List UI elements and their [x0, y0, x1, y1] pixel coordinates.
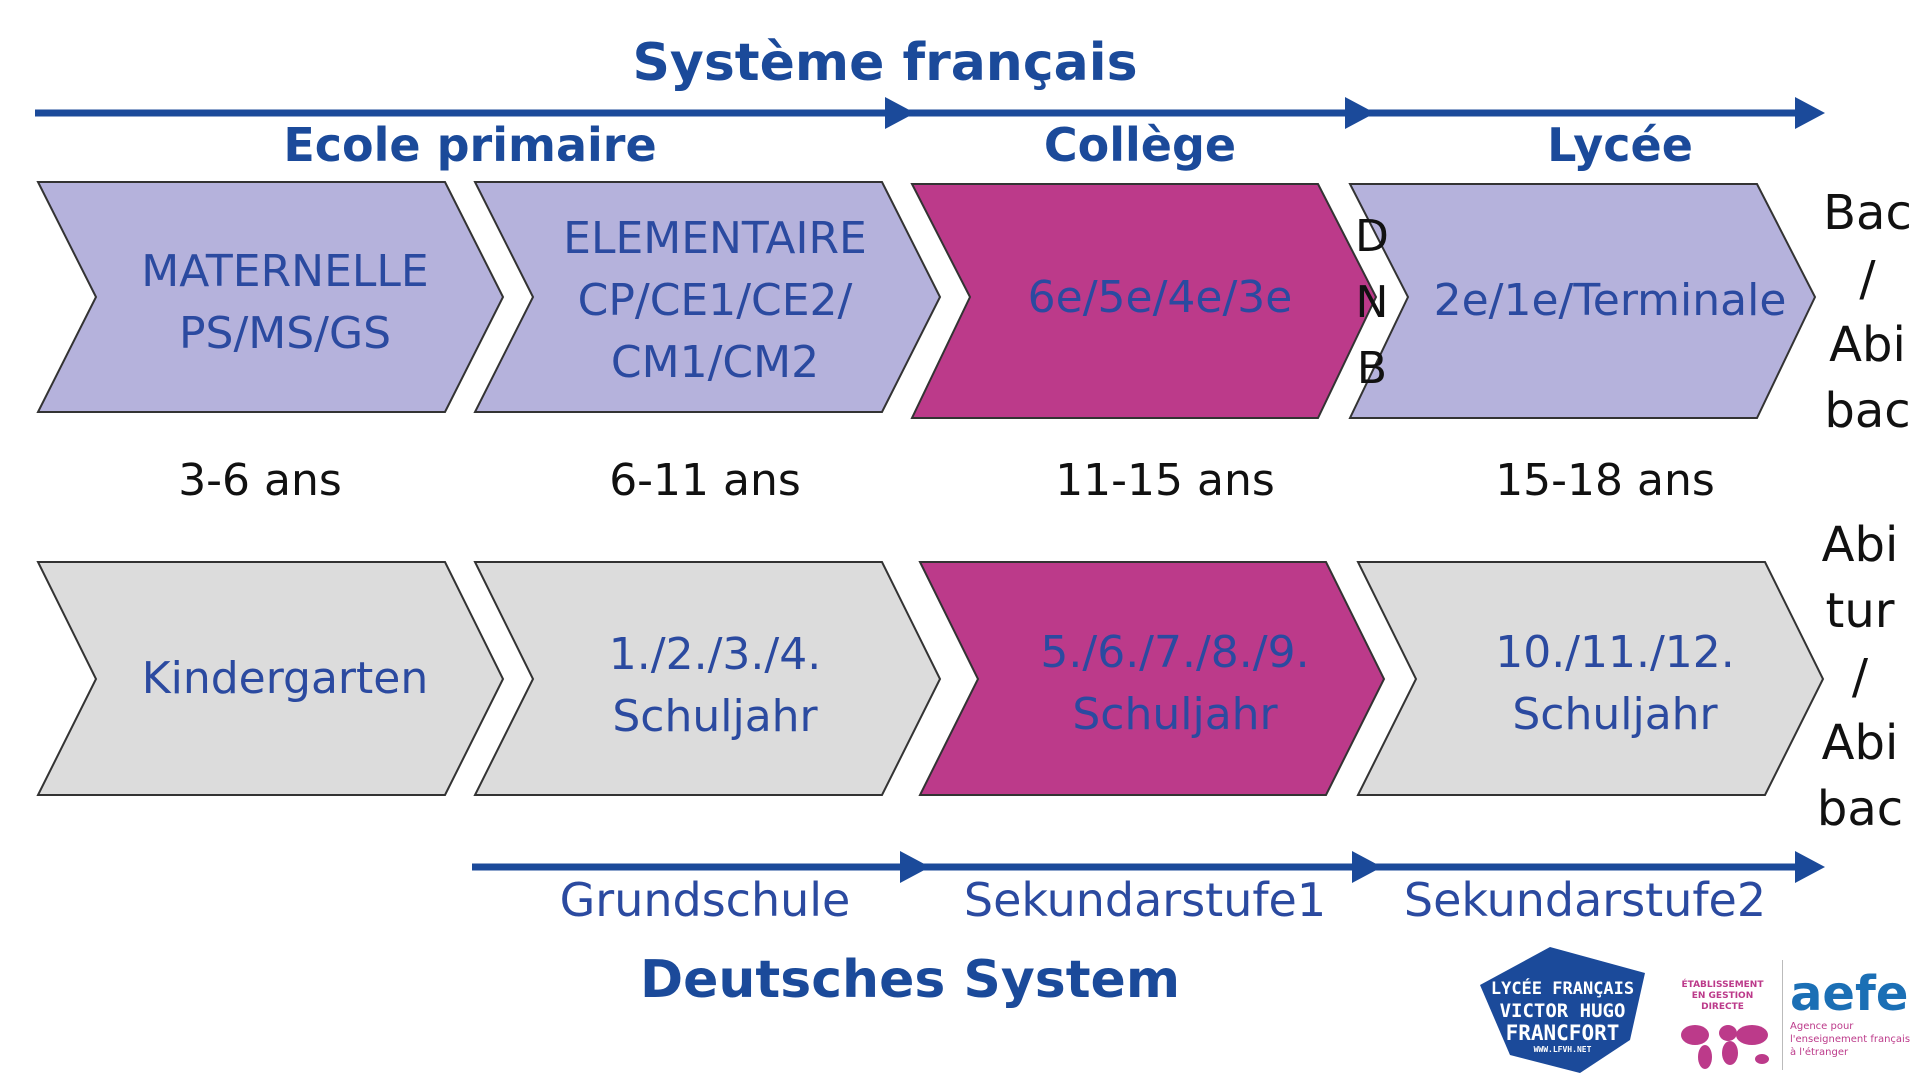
chevron-text-elementaire: ELEMENTAIRE CP/CE1/CE2/ CM1/CM2: [555, 208, 875, 394]
french-chevron-college: [910, 183, 1378, 419]
chevron-line: Schuljahr: [1512, 689, 1718, 740]
arrowhead-3: [1795, 97, 1825, 129]
aefe-tagline-line: Agence pour: [1790, 1021, 1854, 1032]
french-chevron-elementaire: [473, 181, 942, 413]
dnb-label: D N B: [1355, 211, 1389, 394]
lycee-logo-shape: [1480, 947, 1645, 1073]
world-map-icon: [1681, 1025, 1769, 1069]
aefe-tagline-line: l'enseignement français: [1790, 1034, 1911, 1045]
arrowhead-6: [1795, 851, 1825, 883]
german-timeline-arrow: [472, 851, 1825, 883]
lycee-logo-line: LYCÉE FRANÇAIS: [1490, 979, 1635, 999]
stage-college: Collège: [1043, 118, 1237, 172]
chevron-text-lycee: 2e/1e/Terminale: [1420, 270, 1800, 332]
bac-abibac-label: Bac / Abi bac: [1823, 185, 1912, 439]
stage-sekundarstufe1: Sekundarstufe1: [963, 873, 1327, 927]
stage-ecole-primaire: Ecole primaire: [283, 118, 657, 172]
chevron-text-sek1: 5./6./7./8./9. Schuljahr: [1010, 622, 1340, 746]
arrowhead-4: [900, 851, 930, 883]
arrowhead-5: [1352, 851, 1382, 883]
chevron-line: CP/CE1/CE2/: [577, 275, 853, 326]
chevron-line: 2e/1e/Terminale: [1433, 275, 1787, 326]
etablissement-logo: ÉTABLISSEMENT EN GESTION DIRECTE: [1670, 980, 1775, 1070]
french-chevron-lycee: [1348, 183, 1817, 419]
lycee-logo-line: VICTOR HUGO: [1499, 1000, 1626, 1022]
aefe-logo: aefe Agence pour l'enseignement français…: [1790, 968, 1918, 1073]
french-chevron-maternelle: [36, 181, 505, 413]
chevron-text-college: 6e/5e/4e/3e: [1000, 267, 1320, 329]
age-3-6: 3-6 ans: [178, 455, 342, 506]
arrowhead-2: [1345, 97, 1375, 129]
german-chevron-kindergarten: [36, 561, 505, 796]
arrowhead-1: [885, 97, 915, 129]
chevron-line: 1./2./3./4.: [608, 629, 822, 680]
etablissement-line: ÉTABLISSEMENT: [1681, 980, 1764, 990]
chevron-text-kindergarten: Kindergarten: [130, 648, 440, 710]
lycee-logo-url: WWW.LFVH.NET: [1533, 1045, 1592, 1054]
chevron-line: CM1/CM2: [610, 337, 820, 388]
chevron-line: MATERNELLE: [141, 246, 429, 297]
age-15-18: 15-18 ans: [1495, 455, 1715, 506]
chevron-text-sek2: 10./11./12. Schuljahr: [1450, 622, 1780, 746]
chevron-text-maternelle: MATERNELLE PS/MS/GS: [130, 241, 440, 365]
age-6-11: 6-11 ans: [609, 455, 801, 506]
chevron-line: ELEMENTAIRE: [563, 213, 867, 264]
aefe-tagline-line: à l'étranger: [1790, 1047, 1849, 1058]
chevron-line: 10./11./12.: [1495, 627, 1735, 678]
french-timeline-arrow: [35, 97, 1825, 129]
chevron-line: Kindergarten: [141, 653, 429, 704]
lycee-logo-line: FRANCFORT: [1505, 1021, 1620, 1045]
stage-grundschule: Grundschule: [559, 873, 851, 927]
chevron-line: PS/MS/GS: [178, 308, 392, 359]
stage-lycee: Lycée: [1547, 118, 1693, 172]
logo-divider: [1782, 960, 1783, 1070]
age-11-15: 11-15 ans: [1055, 455, 1275, 506]
german-system-title: Deutsches System: [639, 950, 1181, 1010]
german-chevron-sek1: [918, 561, 1386, 796]
aefe-wordmark: aefe: [1790, 966, 1909, 1022]
chevron-line: Schuljahr: [612, 691, 818, 742]
chevron-text-grundschule: 1./2./3./4. Schuljahr: [555, 624, 875, 748]
chevron-line: 5./6./7./8./9.: [1040, 627, 1310, 678]
abitur-abibac-label: Abi tur / Abi bac: [1816, 517, 1904, 837]
french-system-title: Système français: [632, 33, 1138, 93]
german-chevron-grundschule: [473, 561, 942, 796]
chevron-line: 6e/5e/4e/3e: [1027, 272, 1293, 323]
etablissement-line: EN GESTION DIRECTE: [1691, 991, 1754, 1012]
german-chevron-sek2: [1356, 561, 1825, 796]
stage-sekundarstufe2: Sekundarstufe2: [1403, 873, 1767, 927]
lycee-victor-hugo-logo: LYCÉE FRANÇAIS VICTOR HUGO FRANCFORT WWW…: [1470, 945, 1655, 1075]
chevron-line: Schuljahr: [1072, 689, 1278, 740]
